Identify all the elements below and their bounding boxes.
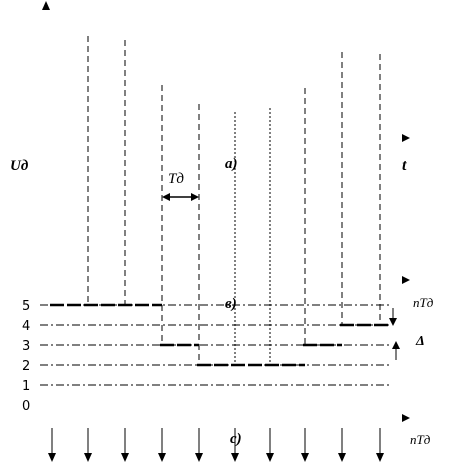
sample-pulse-arrow — [84, 428, 92, 462]
quantization-step-label: Δ — [415, 334, 425, 349]
sample-pulse-arrow — [231, 428, 239, 462]
sampling-period-arrow — [162, 193, 199, 201]
sample-pulse-arrow — [338, 428, 346, 462]
quantization-step-arrows — [389, 308, 400, 360]
level-label-0: 0 — [22, 399, 30, 414]
sample-pulse-arrow — [158, 428, 166, 462]
sample-pulse-arrows — [48, 428, 384, 462]
sample-pulse-arrow — [48, 428, 56, 462]
level-label-3: 3 — [22, 339, 30, 354]
sample-pulse-arrow — [376, 428, 384, 462]
sample-pulse-arrow — [121, 428, 129, 462]
sample-pulse-arrow — [266, 428, 274, 462]
vertical-axis-arrow — [42, 1, 50, 10]
sampling-period-label: Tд — [168, 171, 184, 187]
sample-pulse-arrow — [195, 428, 203, 462]
level-label-4: 4 — [22, 319, 30, 334]
sample-axis-bottom-label: nTд — [410, 432, 431, 447]
sample-axis-top-label: nTд — [413, 295, 434, 310]
panel-c-label: с) — [230, 431, 242, 447]
sample-lines — [87, 36, 381, 365]
time-axis-arrow — [402, 134, 410, 142]
quantized-signal — [50, 303, 390, 367]
level-tick-labels: 5 4 3 2 1 0 — [22, 299, 30, 414]
time-axis-label: t — [402, 157, 407, 174]
panel-b-label: в) — [225, 296, 237, 312]
sample-axis-top-arrow — [402, 276, 410, 284]
level-label-5: 5 — [22, 299, 30, 314]
amplitude-axis-label: Uд — [10, 158, 29, 174]
level-label-2: 2 — [22, 359, 30, 374]
sample-axis-bottom-arrow — [402, 414, 410, 422]
level-label-1: 1 — [22, 379, 30, 394]
panel-a-label: а) — [225, 156, 238, 172]
sample-pulse-arrow — [301, 428, 309, 462]
